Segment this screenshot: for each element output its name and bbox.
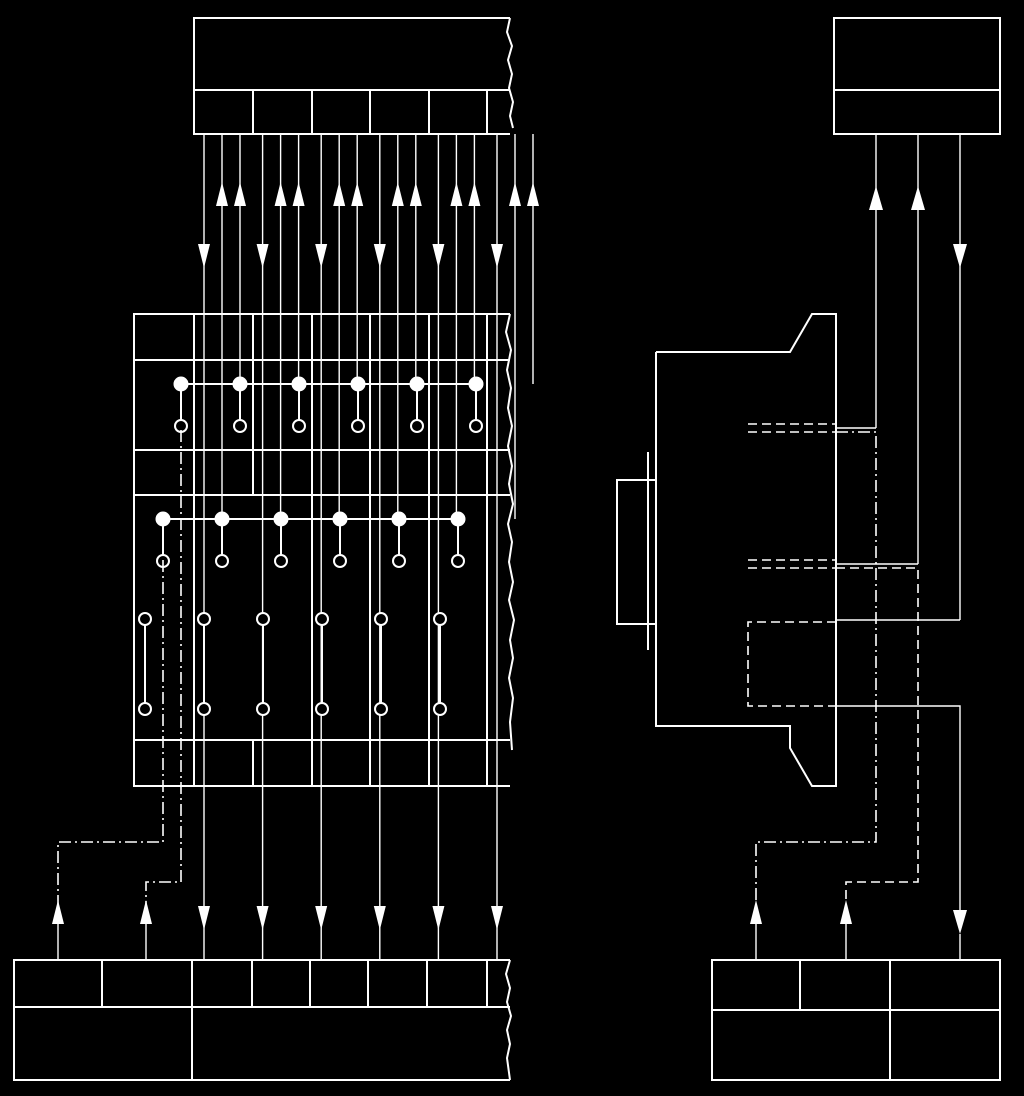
- lower-contact-bottom-4: [315, 702, 329, 716]
- upper-contact-terminal-6: [469, 419, 483, 433]
- up-arrow-a-6: [509, 182, 521, 206]
- lower-contact-bottom-5: [374, 702, 388, 716]
- up-arrow-a-3: [333, 182, 346, 206]
- down-arrow-top-4: [373, 244, 386, 268]
- up-arrow-b-5: [468, 182, 481, 206]
- lower-contact-top-3: [256, 612, 270, 626]
- right-up-arrow-2: [911, 186, 925, 210]
- contact-row-lower: [138, 612, 447, 716]
- lower-contact-bottom-3: [256, 702, 270, 716]
- right-down-arrow-bottom: [953, 910, 967, 934]
- right-return-arrow-2: [840, 900, 852, 924]
- upper-contact-node-6: [468, 376, 484, 392]
- down-arrow-top-2: [256, 244, 269, 268]
- up-arrow-b-1: [234, 182, 246, 206]
- right-up-arrow-1: [869, 186, 883, 210]
- up-arrow-a-1: [216, 182, 228, 206]
- return-arrow-2: [140, 900, 152, 924]
- upper-contact-terminal-2: [233, 419, 247, 433]
- right-bottom-terminal-block: [711, 959, 1001, 1081]
- left-switch-panel: [133, 313, 516, 787]
- middle-contact-terminal-5: [392, 554, 406, 568]
- middle-contact-terminal-6: [451, 554, 465, 568]
- upper-contact-node-4: [350, 376, 366, 392]
- right-internal-contacts: [747, 423, 836, 707]
- right-device-body: [616, 313, 837, 787]
- down-arrow-bottom-3: [315, 906, 328, 930]
- return-line-1: [57, 560, 164, 920]
- up-arrow-b-6: [527, 182, 539, 206]
- right-down-arrow-top: [953, 244, 967, 268]
- contact-row-upper: [173, 376, 484, 433]
- down-arrow-top-5: [432, 244, 445, 268]
- up-arrow-b-2: [292, 182, 305, 206]
- down-arrow-top-6: [491, 244, 503, 268]
- down-arrow-bottom-5: [432, 906, 445, 930]
- left-bottom-break-line: [504, 959, 513, 1081]
- lower-contact-top-1: [138, 612, 152, 626]
- middle-contact-node-3: [273, 511, 289, 527]
- right-signal-lines: [836, 134, 967, 621]
- left-panel-break-line: [504, 313, 516, 751]
- upper-contact-terminal-3: [292, 419, 306, 433]
- middle-contact-node-1: [155, 511, 171, 527]
- up-arrow-a-5: [450, 182, 463, 206]
- down-arrow-bottom-2: [256, 906, 269, 930]
- lower-contact-bottom-1: [138, 702, 152, 716]
- lower-contact-top-5: [374, 612, 388, 626]
- middle-contact-terminal-2: [215, 554, 229, 568]
- upper-contact-node-1: [173, 376, 189, 392]
- upper-contact-node-3: [291, 376, 307, 392]
- middle-contact-node-6: [450, 511, 466, 527]
- middle-contact-node-2: [214, 511, 230, 527]
- down-arrow-bottom-6: [491, 906, 503, 930]
- up-arrow-b-4: [409, 182, 422, 206]
- middle-contact-terminal-4: [333, 554, 347, 568]
- left-signal-lines: [198, 134, 539, 960]
- right-return-lines: [750, 431, 967, 960]
- up-arrow-a-4: [391, 182, 404, 206]
- return-arrow-1: [52, 900, 64, 924]
- down-arrow-bottom-1: [198, 906, 210, 930]
- lower-contact-bottom-6: [433, 702, 447, 716]
- contact-row-middle: [155, 511, 466, 568]
- down-arrow-bottom-4: [373, 906, 386, 930]
- left-top-terminal-block: [193, 17, 515, 135]
- lower-contact-top-6: [433, 612, 447, 626]
- middle-contact-terminal-3: [274, 554, 288, 568]
- right-top-terminal-block: [833, 17, 1001, 135]
- left-return-lines: [52, 430, 182, 960]
- lower-contact-top-2: [197, 612, 211, 626]
- lower-contact-bottom-2: [197, 702, 211, 716]
- right-return-arrow-1: [750, 900, 762, 924]
- upper-contact-terminal-5: [410, 419, 424, 433]
- left-top-break-line: [505, 17, 515, 129]
- lower-contact-top-4: [315, 612, 329, 626]
- up-arrow-b-3: [351, 182, 364, 206]
- down-arrow-top-1: [198, 244, 210, 268]
- upper-contact-node-5: [409, 376, 425, 392]
- upper-contact-node-2: [232, 376, 248, 392]
- left-bottom-terminal-block: [13, 959, 513, 1081]
- middle-contact-node-5: [391, 511, 407, 527]
- up-arrow-a-2: [274, 182, 287, 206]
- down-arrow-top-3: [315, 244, 328, 268]
- middle-contact-node-4: [332, 511, 348, 527]
- upper-contact-terminal-4: [351, 419, 365, 433]
